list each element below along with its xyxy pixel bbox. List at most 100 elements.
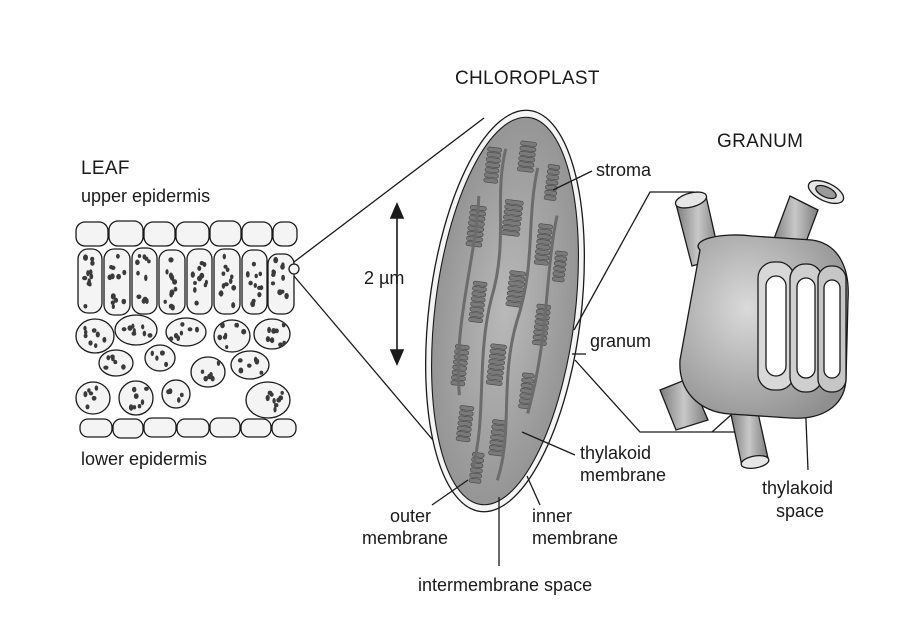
thylakoid-membrane-label-2: membrane — [580, 465, 667, 485]
leaf-chloroplast-dot — [253, 356, 258, 363]
leaf-chloroplast-dot — [278, 342, 283, 348]
leaf-chloroplast-dot — [85, 404, 90, 410]
leaf-chloroplast-dot — [195, 326, 199, 333]
thylakoid-disc — [546, 174, 559, 181]
leaf-chloroplast-dot — [273, 256, 279, 264]
leaf-chloroplast-dot — [203, 375, 208, 382]
leaf-chloroplast-dot — [137, 404, 142, 409]
thylakoid-disc — [469, 472, 483, 479]
leaf-title: LEAF — [81, 158, 130, 179]
leaf-chloroplast-dot — [142, 296, 148, 302]
thylakoid-disc — [472, 286, 487, 293]
thylakoid-disc — [486, 156, 501, 163]
leaf-chloroplast-dot — [127, 325, 133, 331]
chloroplast — [425, 109, 585, 513]
thylakoid-disc — [486, 151, 502, 158]
leaf-chloroplast-dot — [121, 298, 127, 305]
leaf-chloroplast-dot — [90, 256, 95, 262]
inner-membrane-label-1: inner — [532, 506, 573, 526]
leaf-chloroplast-dot — [147, 259, 151, 264]
leaf-chloroplast-dot — [267, 326, 271, 334]
leaf-chloroplast-dot — [257, 285, 262, 290]
leaf-chloroplast-dot — [197, 265, 202, 271]
leaf-chloroplast-dot — [122, 269, 127, 276]
upper-epidermis-label: upper epidermis — [81, 186, 211, 206]
leaf-chloroplast-dot — [150, 350, 154, 356]
leaf-chloroplast-dot — [230, 274, 234, 280]
leaf-chloroplast-dot — [88, 269, 93, 276]
leaf-chloroplast-dot — [269, 337, 275, 344]
thylakoid-disc — [552, 271, 566, 278]
leaf-chloroplast-dot — [164, 361, 169, 367]
leaf-chloroplast-dot — [220, 322, 225, 329]
leaf-chloroplast-dot — [132, 386, 137, 393]
leaf-chloroplast-dot — [132, 405, 137, 410]
leaf-chloroplast-dot — [142, 330, 147, 337]
leaf-chloroplast-dot — [176, 335, 180, 342]
leaf-chloroplast-dot — [144, 274, 148, 281]
leaf-chloroplast-dot — [113, 359, 118, 365]
leaf-chloroplast-dot — [270, 281, 276, 286]
leaf-chloroplast-dot — [86, 281, 92, 286]
thylakoid-disc — [517, 161, 535, 168]
thylakoid-disc — [468, 316, 483, 324]
leaf-chloroplast-dot — [116, 273, 121, 280]
stroma-lamellae — [456, 148, 559, 481]
leaf-chloroplast-dot — [269, 392, 274, 397]
leaf-chloroplast-dot — [217, 334, 223, 341]
leaf-chloroplast-dot — [271, 328, 276, 334]
leaf-chloroplast-dot — [202, 262, 207, 267]
scale-label: 2 µm — [364, 268, 405, 288]
leaf-chloroplast-dot — [116, 253, 120, 259]
stroma-label: stroma — [596, 160, 652, 180]
thylakoid-disc — [545, 179, 559, 186]
thylakoid-disc — [504, 204, 523, 211]
leaf-chloroplast-dot — [140, 399, 145, 406]
leaf-chloroplast-dot — [84, 329, 88, 335]
leaf-chloroplast-dot — [203, 282, 208, 288]
leaf-chloroplast-dot — [110, 300, 115, 306]
leaf-chloroplast-dot — [141, 324, 145, 330]
leaf-chloroplast-dot — [147, 333, 153, 338]
leaf-chloroplast-dot — [193, 287, 197, 293]
leaf-chloroplast-dot — [86, 270, 90, 277]
inner-membrane-label-2: membrane — [532, 528, 619, 548]
leaf-chloroplast-dot — [280, 390, 284, 395]
leaf-chloroplast-dot — [245, 271, 250, 278]
leaf-chloroplast-dot — [235, 322, 239, 328]
lower-epidermis-label: lower epidermis — [81, 449, 208, 469]
leaf-chloroplast-dot — [281, 322, 286, 328]
leaf-chloroplast-dot — [106, 355, 111, 361]
leaf-chloroplast-dot — [163, 299, 167, 304]
thylakoid-disc — [508, 275, 526, 282]
leaf-chloroplast-dot — [231, 285, 237, 291]
outer-membrane-label-2: membrane — [362, 528, 449, 548]
leaf-chloroplast-dot — [91, 328, 97, 333]
thylakoid-disc — [488, 358, 505, 366]
thylakoid-disc — [470, 467, 483, 474]
leaf-chloroplast-dot — [216, 360, 221, 366]
leaf-chloroplast-dot — [165, 269, 169, 275]
leaf-chloroplast-dot — [94, 343, 98, 349]
leaf-chloroplast-dot — [273, 406, 277, 413]
scale-arrow — [389, 201, 405, 367]
leaf-chloroplast-dot — [254, 273, 258, 279]
thylakoid-disc — [455, 436, 471, 443]
leaf-chloroplast-dot — [94, 385, 99, 391]
thylakoid-disc — [522, 372, 535, 379]
thylakoid-disc — [520, 140, 537, 147]
leaf-chloroplast-dot — [241, 328, 247, 335]
leaf-chloroplast-dot — [172, 279, 178, 285]
thylakoid-disc — [458, 415, 473, 422]
leaf-chloroplast-dot — [187, 327, 193, 332]
thylakoid-disc — [456, 430, 471, 437]
leaf-chloroplast-dot — [83, 333, 88, 339]
leaf-chloroplast-dot — [272, 397, 276, 404]
leaf-chloroplast-dot — [265, 336, 271, 343]
leaf-chloroplast-dot — [168, 388, 173, 395]
thylakoid-disc — [487, 146, 502, 153]
leaf-chloroplast-dot — [238, 367, 244, 374]
leaf-chloroplast-dot — [155, 355, 159, 361]
leaf-chloroplast-dot — [190, 271, 195, 278]
